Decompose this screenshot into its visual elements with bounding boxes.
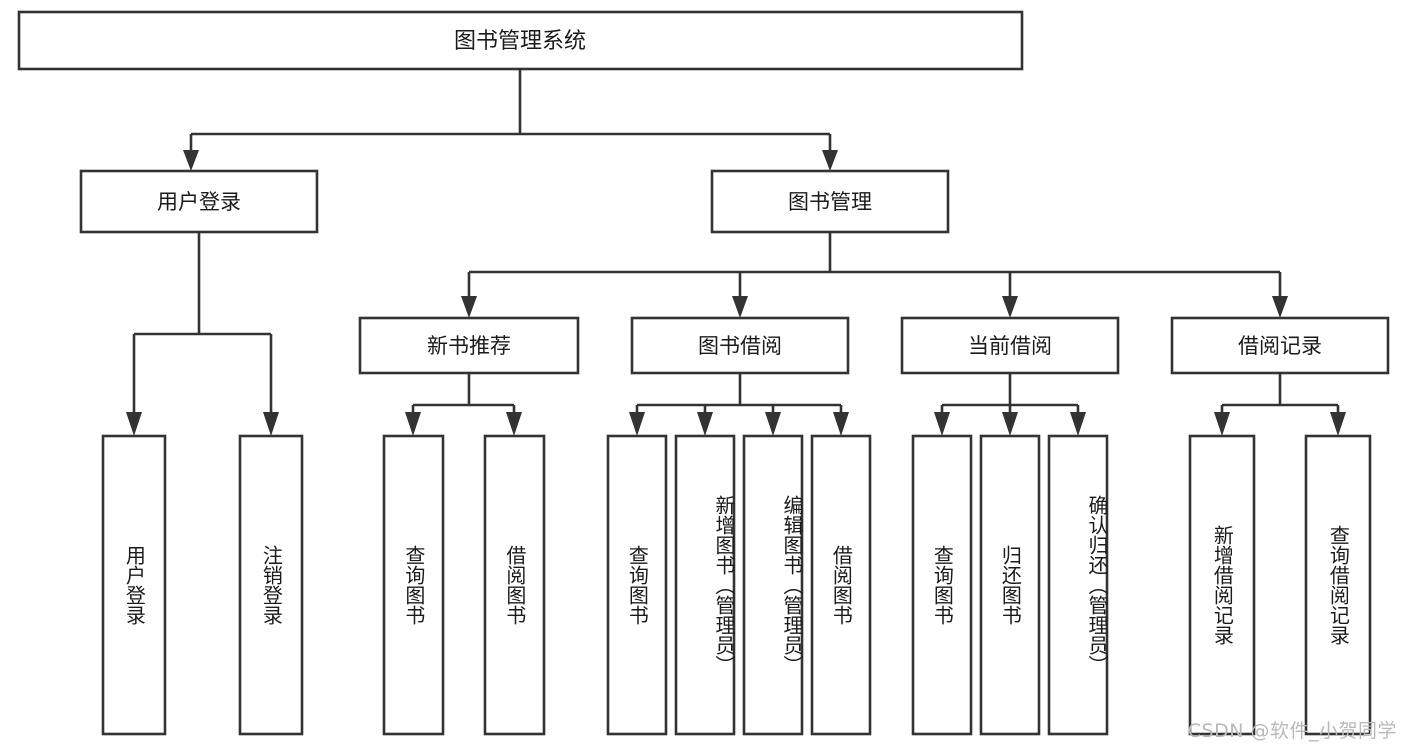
leaf-user-login[interactable] <box>101 434 167 736</box>
connector-bookmgmt-to-level2 <box>461 232 1288 318</box>
leaf-current-query-book[interactable] <box>911 434 973 736</box>
leaf-borrow-add-book[interactable] <box>674 434 736 736</box>
connector-borrowrecord-to-leaves <box>1214 373 1346 436</box>
node-root-label: 图书管理系统 <box>454 29 586 54</box>
node-current-borrowing[interactable]: 当前借阅 <box>900 316 1120 375</box>
node-book-management-label: 图书管理 <box>788 190 872 214</box>
connector-newbookrec-to-leaves <box>405 373 522 436</box>
node-new-book-recommendation-label: 新书推荐 <box>427 334 511 358</box>
node-book-management[interactable]: 图书管理 <box>710 169 950 234</box>
csdn-watermark: CSDN @软件_小贺同学 <box>1187 720 1397 742</box>
leaf-current-confirm-return[interactable] <box>1047 434 1109 736</box>
node-current-borrowing-label: 当前借阅 <box>968 334 1052 358</box>
connector-bookborrow-to-leaves <box>629 373 849 436</box>
connector-userlogin-to-leaves <box>126 232 279 436</box>
leaf-borrow-edit-book[interactable] <box>742 434 804 736</box>
node-book-borrowing-label: 图书借阅 <box>698 334 782 358</box>
leaf-current-return-book[interactable] <box>979 434 1041 736</box>
node-user-login-label: 用户登录 <box>157 190 241 214</box>
connector-currentborrow-to-leaves <box>934 373 1086 436</box>
node-new-book-recommendation[interactable]: 新书推荐 <box>358 316 580 375</box>
leaf-borrow-query-book[interactable] <box>606 434 668 736</box>
node-borrow-record[interactable]: 借阅记录 <box>1170 316 1390 375</box>
leaf-borrow-borrow-book[interactable] <box>810 434 872 736</box>
leaf-record-query[interactable] <box>1304 434 1372 736</box>
node-root[interactable]: 图书管理系统 <box>17 10 1024 71</box>
leaf-rec-borrow-book[interactable] <box>483 434 546 736</box>
leaf-logout[interactable] <box>238 434 304 736</box>
connector-root-to-level1 <box>183 69 838 171</box>
node-borrow-record-label: 借阅记录 <box>1238 334 1322 358</box>
leaf-rec-query-book[interactable] <box>382 434 445 736</box>
node-book-borrowing[interactable]: 图书借阅 <box>630 316 850 375</box>
node-user-login[interactable]: 用户登录 <box>79 169 319 234</box>
leaf-record-add[interactable] <box>1188 434 1256 736</box>
